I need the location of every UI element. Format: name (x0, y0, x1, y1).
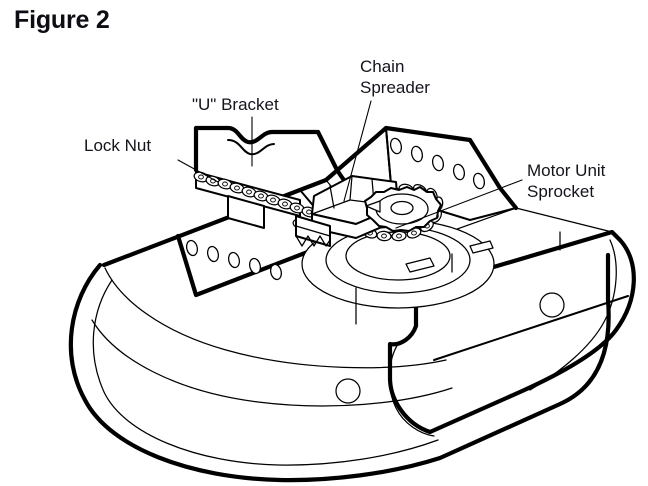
chain-link (391, 230, 407, 242)
spreader-base-seam (295, 225, 331, 237)
spreader-base-fins (295, 235, 331, 247)
deck-inner-seam-right (515, 207, 613, 233)
callout-lock-nut: Lock Nut (84, 136, 152, 155)
callout-chain-spreader-line-2: Spreader (360, 78, 430, 97)
end-cap-circle-right (539, 292, 565, 318)
spreader-top-facet-c (329, 185, 335, 209)
leader-chain-spreader (343, 100, 372, 202)
left-flange-heavy-edge (175, 233, 321, 298)
motor-unit-housing (68, 252, 611, 483)
front-panel-band (433, 295, 629, 361)
sprocket-key-marker (365, 200, 381, 213)
left-flange-hole-3 (228, 251, 240, 269)
callout-chain-spreader: Chain Spreader (360, 56, 430, 98)
housing-outer-silhouette (68, 252, 611, 483)
leader-lock-nut (177, 159, 219, 183)
lock-nut-block (227, 195, 265, 229)
callout-u-bracket: "U" Bracket (192, 95, 279, 114)
right-flange-hole-2 (410, 145, 424, 163)
figure-title: Figure 2 (14, 6, 110, 34)
spreader-top-facet-b (311, 199, 351, 215)
callout-motor-unit-line-1: Motor Unit (527, 161, 606, 180)
right-flange-hole-3 (431, 154, 445, 172)
chain-link (229, 182, 245, 194)
chain-link (253, 190, 269, 202)
front-panel-left-notch (387, 287, 433, 435)
housing-front-panel (335, 229, 636, 437)
left-flange-hole-4 (249, 257, 261, 275)
right-flange-hole-5 (472, 172, 486, 190)
chain-link (376, 230, 392, 242)
housing-rim-sweep-lower (91, 319, 453, 407)
left-flange-hole-5 (270, 263, 282, 281)
left-flange-hole-group (186, 239, 282, 281)
left-flange-hole-2 (207, 245, 219, 263)
right-flange-hole-group (389, 137, 486, 190)
chain-link (265, 194, 281, 206)
callout-motor-unit-line-2: Sprocket (527, 182, 595, 201)
deck-tab-right (469, 240, 494, 254)
right-flange-hole-1 (389, 137, 403, 155)
front-panel-right-curve-inner (529, 239, 617, 391)
end-cap-circle-left (335, 378, 361, 404)
motor-unit-sprocket (364, 186, 442, 232)
leader-motor-unit-sprocket (395, 179, 523, 229)
housing-inner-shoulder (92, 279, 439, 466)
right-flange-hole-4 (452, 163, 466, 181)
callout-chain-spreader-line-1: Chain (360, 57, 405, 76)
sprocket-hub-bore (390, 200, 414, 216)
leader-lines (177, 100, 523, 229)
callout-motor-unit-sprocket: Motor Unit Sprocket (527, 160, 605, 202)
left-flange-hole-1 (186, 239, 198, 257)
u-bracket-strap (193, 125, 321, 173)
front-panel-left-curve-inner (388, 343, 435, 437)
u-bracket-inner-contour (227, 139, 275, 156)
well-tab (405, 257, 435, 273)
